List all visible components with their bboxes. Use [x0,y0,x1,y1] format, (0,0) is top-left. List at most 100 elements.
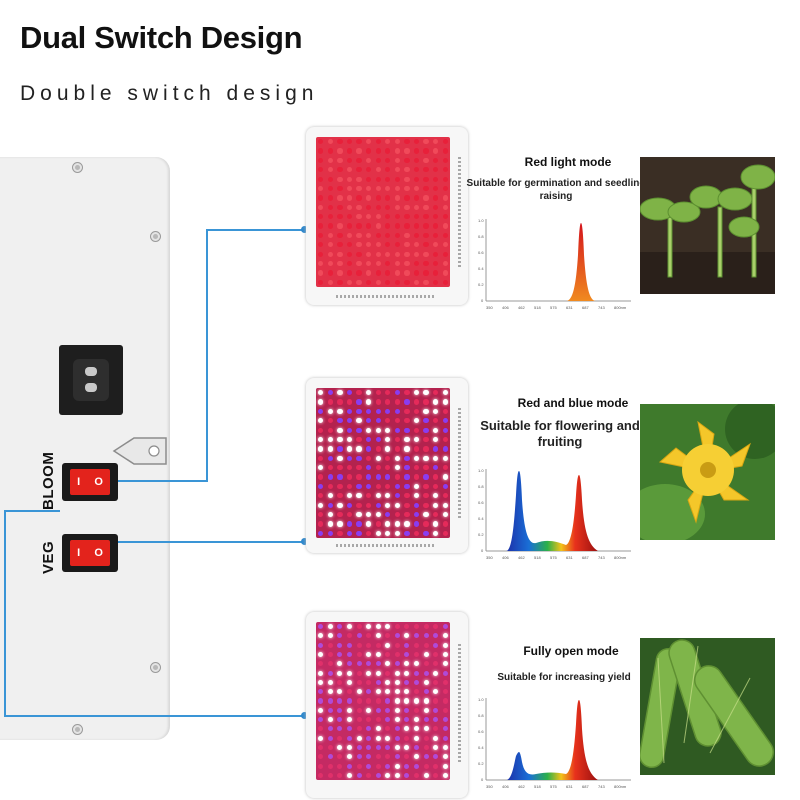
led-chip [375,642,381,648]
led-chip [346,148,353,154]
led-chip [346,483,353,490]
led-chip [337,185,343,192]
led-chip [318,185,324,192]
led-chip [394,511,400,518]
led-chip [346,502,353,508]
led-chip [433,176,439,182]
led-chip [442,670,448,676]
led-chip [404,157,410,164]
led-chip [375,679,381,685]
svg-text:631: 631 [566,305,573,310]
led-chip [385,642,391,648]
led-chip [385,176,391,182]
led-chip [404,661,410,667]
led-chip [385,390,391,396]
led-chip [327,242,333,248]
led-chip [337,139,343,145]
led-chip [375,735,381,741]
led-chip [346,427,353,433]
led-chip [394,661,400,667]
led-chip [404,270,410,276]
led-chip [346,707,353,713]
led-chip [404,698,410,704]
led-chip [404,511,410,518]
led-chip [394,242,400,248]
led-chip [394,483,400,490]
led-chip [442,511,448,518]
svg-text:0.8: 0.8 [478,713,484,718]
led-chip [385,717,391,723]
svg-text:518: 518 [534,305,541,310]
led-chip [394,204,400,210]
led-chip [442,270,448,276]
led-chip [337,474,343,480]
led-chip [346,698,353,704]
led-chip [346,772,353,778]
led-chip [366,707,372,713]
led-chip [423,242,429,248]
led-chip [337,204,343,210]
led-chip [433,436,439,443]
led-chip [327,446,333,452]
led-chip [413,242,420,248]
led-chip [337,399,343,405]
led-chip [356,726,362,732]
led-chip [337,270,343,276]
svg-text:0.8: 0.8 [478,484,484,489]
led-chip [327,204,333,210]
spectrum-chart-full: 1.0 0.8 0.6 0.4 0.2 0 350 406 462 518 57… [478,697,631,789]
svg-text:0.2: 0.2 [478,282,484,287]
led-chip [327,436,333,443]
svg-text:0.4: 0.4 [478,516,484,521]
led-chip [366,185,372,192]
led-chip [413,754,420,760]
led-chip [375,232,381,239]
led-chip [356,436,362,443]
svg-text:350: 350 [486,784,493,789]
led-chip [318,270,324,276]
led-chip [423,717,429,723]
led-chip [423,418,429,424]
led-chip [327,390,333,396]
led-chip [337,735,343,741]
led-chip [394,530,400,536]
led-chip [413,455,420,461]
led-chip [423,204,429,210]
led-chip [375,427,381,433]
led-chip [413,735,420,741]
led-chip [366,408,372,415]
svg-text:518: 518 [534,555,541,560]
led-chip [385,204,391,210]
led-chip [433,633,439,639]
led-chip [318,148,324,154]
led-chip [404,214,410,220]
page-subtitle: Double switch design [20,82,319,105]
led-chip [385,493,391,499]
led-chip [413,772,420,778]
led-chip [366,195,372,201]
svg-text:631: 631 [566,784,573,789]
led-chip [442,279,448,285]
led-chip [442,242,448,248]
led-chip [366,511,372,518]
led-chip [413,185,420,192]
led-chip [346,633,353,639]
led-chip [423,139,429,145]
led-chip [442,642,448,648]
led-chip [404,493,410,499]
led-chip [375,493,381,499]
led-chip [346,511,353,518]
led-chip [356,139,362,145]
led-chip [423,185,429,192]
svg-text:0.2: 0.2 [478,761,484,766]
svg-text:462: 462 [518,555,525,560]
mode-description: Suitable for increasing yield [497,672,631,683]
led-chip [318,242,324,248]
led-chip [337,744,343,751]
led-chip [413,493,420,499]
led-chip [366,270,372,276]
led-chip [366,661,372,667]
led-chip [394,726,400,732]
